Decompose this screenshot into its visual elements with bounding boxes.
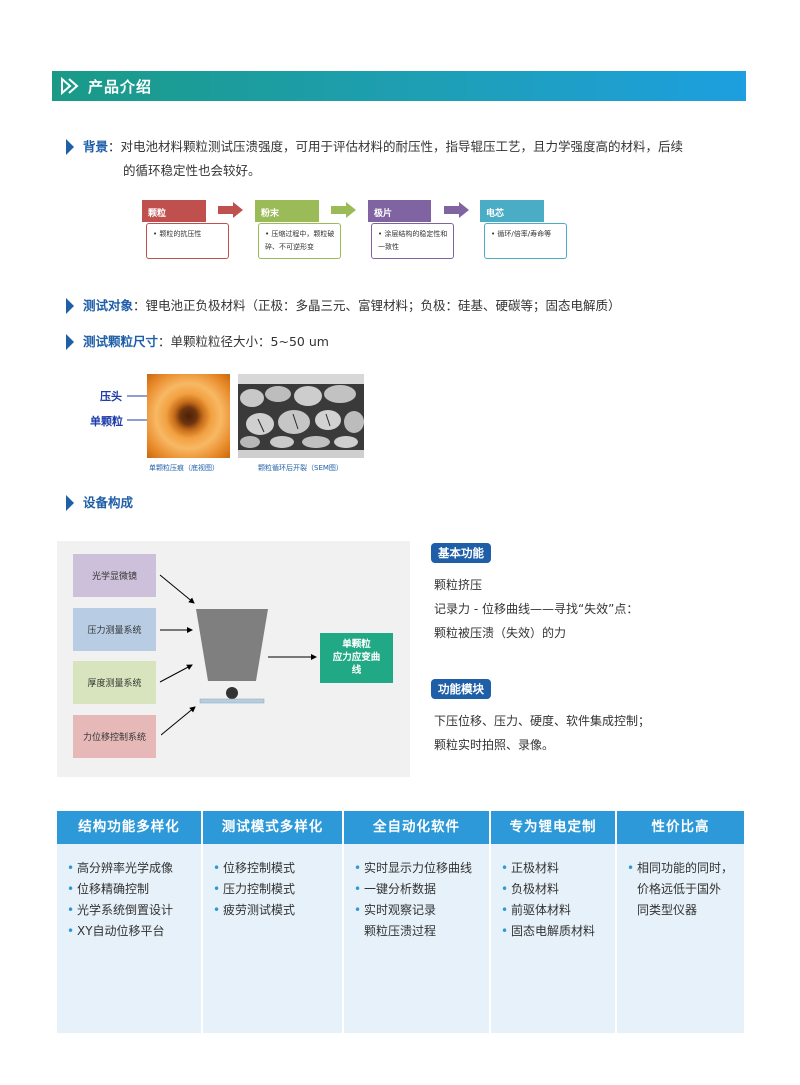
feature-column: 专为锂电定制 正极材料 负极材料 前驱体材料 固态电解质材料 [491,811,615,1033]
sem-cracking-photo [238,374,364,458]
feature-item: 价格远低于国外 [637,882,722,896]
flow-step-desc: • 涂层结构的稳定性和一致性 [371,223,454,259]
feature-item: 位移精确控制 [67,879,201,900]
background-paragraph: 背景：对电池材料颗粒测试压溃强度，可用于评估材料的耐压性，指导辊压工艺，且力学强… [83,135,743,159]
indenter-label: 压头 [100,390,122,403]
bullet-icon [66,495,74,511]
particle-size-label: 测试颗粒尺寸 [83,334,159,349]
indenter-icon [196,609,268,704]
feature-item: 压力控制模式 [213,879,342,900]
right-arrow-icon [218,202,243,218]
test-object-paragraph: 测试对象：锂电池正负极材料（正极：多晶三元、富锂材料；负极：硅基、硬碳等；固态电… [83,294,743,318]
test-object-label: 测试对象 [83,298,134,313]
feature-item: 正极材料 [501,858,615,879]
section-header: 产品介绍 [52,71,746,101]
diagram-connector-lower [161,706,196,736]
function-module-tag: 功能模块 [431,679,491,699]
flow-step-title: 极片 [368,200,431,222]
particle-indentation-photo [147,374,230,458]
basic-function-line-3: 颗粒被压溃（失效）的力 [434,626,567,640]
diagram-connectors [159,574,317,683]
diagram-box-microscope: 光学显微镜 [73,554,156,597]
feature-item: 光学系统倒置设计 [67,900,201,921]
result-line-1: 单颗粒 [342,639,371,650]
diagram-box-force-control: 力位移控制系统 [73,715,156,758]
test-object-text: ：锂电池正负极材料（正极：多晶三元、富锂材料；负极：硅基、硬碳等；固态电解质） [133,298,621,313]
function-module-line-1: 下压位移、压力、硬度、软件集成控制； [434,714,651,728]
composition-label: 设备构成 [83,495,134,510]
particle-size-paragraph: 测试颗粒尺寸：单颗粒粒径大小：5~50 um [83,330,683,354]
bullet-icon [66,334,74,350]
basic-function-line-2: 记录力 - 位移曲线——寻找“失效”点： [434,602,639,616]
feature-item: 负极材料 [501,879,615,900]
flow-step-title: 颗粒 [142,200,206,222]
result-line-3: 线 [351,665,362,676]
composition-paragraph: 设备构成 [83,491,133,515]
feature-item: 颗粒压溃过程 [364,924,437,938]
photo-caption-1: 单颗粒压痕（底视图） [149,464,219,472]
feature-column: 结构功能多样化 高分辨率光学成像 位移精确控制 光学系统倒置设计 XY自动位移平… [57,811,201,1033]
basic-function-line-1: 颗粒挤压 [434,578,483,592]
feature-item: 实时观察记录 [354,900,489,921]
feature-column: 测试模式多样化 位移控制模式 压力控制模式 疲劳测试模式 [203,811,342,1033]
function-module-line-2: 颗粒实时拍照、录像。 [434,738,555,752]
particle-label: 单颗粒 [90,415,123,428]
right-arrow-icon [331,202,356,218]
feature-item: 实时显示力位移曲线 [354,858,489,879]
background-label: 背景 [83,139,109,154]
background-text-1: ：对电池材料颗粒测试压溃强度，可用于评估材料的耐压性，指导辊压工艺，且力学强度高… [108,139,684,154]
bullet-icon [66,298,74,314]
feature-item: 疲劳测试模式 [213,900,342,921]
feature-item: XY自动位移平台 [67,921,201,942]
bullet-icon [66,139,74,155]
feature-column: 全自动化软件 实时显示力位移曲线 一键分析数据 实时观察记录 颗粒压溃过程 [344,811,489,1033]
feature-column: 性价比高 相同功能的同时， 价格远低于国外 同类型仪器 [617,811,744,1033]
feature-item: 一键分析数据 [354,879,489,900]
diagram-result-box: 单颗粒 应力应变曲 线 [320,633,393,683]
double-chevron-icon [61,77,79,95]
feature-item: 位移控制模式 [213,858,342,879]
diagram-box-thickness: 厚度测量系统 [73,661,156,704]
feature-item: 同类型仪器 [637,903,698,917]
result-line-2: 应力应变曲 [332,652,381,663]
flow-step-desc: • 循环/倍率/寿命等 [484,223,567,259]
feature-title: 专为锂电定制 [491,811,615,844]
feature-title: 全自动化软件 [344,811,489,844]
section-title: 产品介绍 [88,78,153,96]
flow-step-title: 电芯 [480,200,544,222]
flow-step-desc: • 颗粒的抗压性 [146,223,229,259]
feature-title: 结构功能多样化 [57,811,201,844]
flow-step-title: 粉末 [255,200,319,222]
right-arrow-icon [444,202,469,218]
feature-title: 性价比高 [617,811,744,844]
basic-function-tag: 基本功能 [431,543,491,563]
background-text-2: 的循环稳定性也会较好。 [123,163,261,178]
feature-item: 高分辨率光学成像 [67,858,201,879]
feature-item: 相同功能的同时， [627,858,744,879]
diagram-box-pressure: 压力测量系统 [73,608,156,651]
feature-item: 固态电解质材料 [501,921,615,942]
photo-caption-2: 颗粒循环后开裂（SEM图） [258,464,343,472]
feature-title: 测试模式多样化 [203,811,342,844]
flow-step-desc: • 压缩过程中，颗粒破碎、不可逆形变 [258,223,341,259]
particle-size-text: ：单颗粒粒径大小：5~50 um [158,334,329,349]
feature-item: 前驱体材料 [501,900,615,921]
